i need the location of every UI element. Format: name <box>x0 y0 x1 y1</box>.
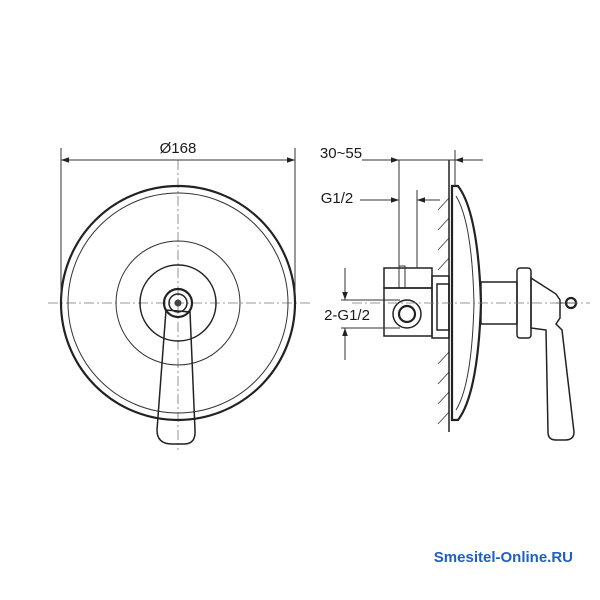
side-view: 30~55 G1/2 2-G1/2 <box>320 145 590 441</box>
front-view: Ø168 <box>48 140 310 450</box>
outlet-label: G1/2 <box>321 190 354 207</box>
inlet-port-outer <box>392 299 422 329</box>
inlet-housing <box>383 287 433 337</box>
inlet-label: 2-G1/2 <box>324 307 370 324</box>
valve-body-core <box>436 283 450 331</box>
valve-body-flange <box>431 275 450 339</box>
cover-plate-inner-ring <box>67 192 289 414</box>
handle-lever <box>156 309 196 445</box>
cover-plate-dome-ring <box>115 240 241 366</box>
handle-cap-screw <box>174 299 182 307</box>
outlet-connection <box>383 267 433 289</box>
watermark-text: Smesitel-Online.RU <box>434 549 573 566</box>
handle-cap-inner <box>168 293 188 313</box>
diameter-label: Ø168 <box>160 140 197 157</box>
handle-side-lever <box>530 276 575 441</box>
cover-plate-outer-ring <box>59 184 297 422</box>
outlet-slot <box>398 265 406 289</box>
handle-hub <box>139 264 217 342</box>
depth-label: 30~55 <box>320 145 362 162</box>
wall-hatching <box>437 197 450 425</box>
handle-cap-outer <box>162 287 194 319</box>
inlet-port-inner <box>397 304 417 324</box>
